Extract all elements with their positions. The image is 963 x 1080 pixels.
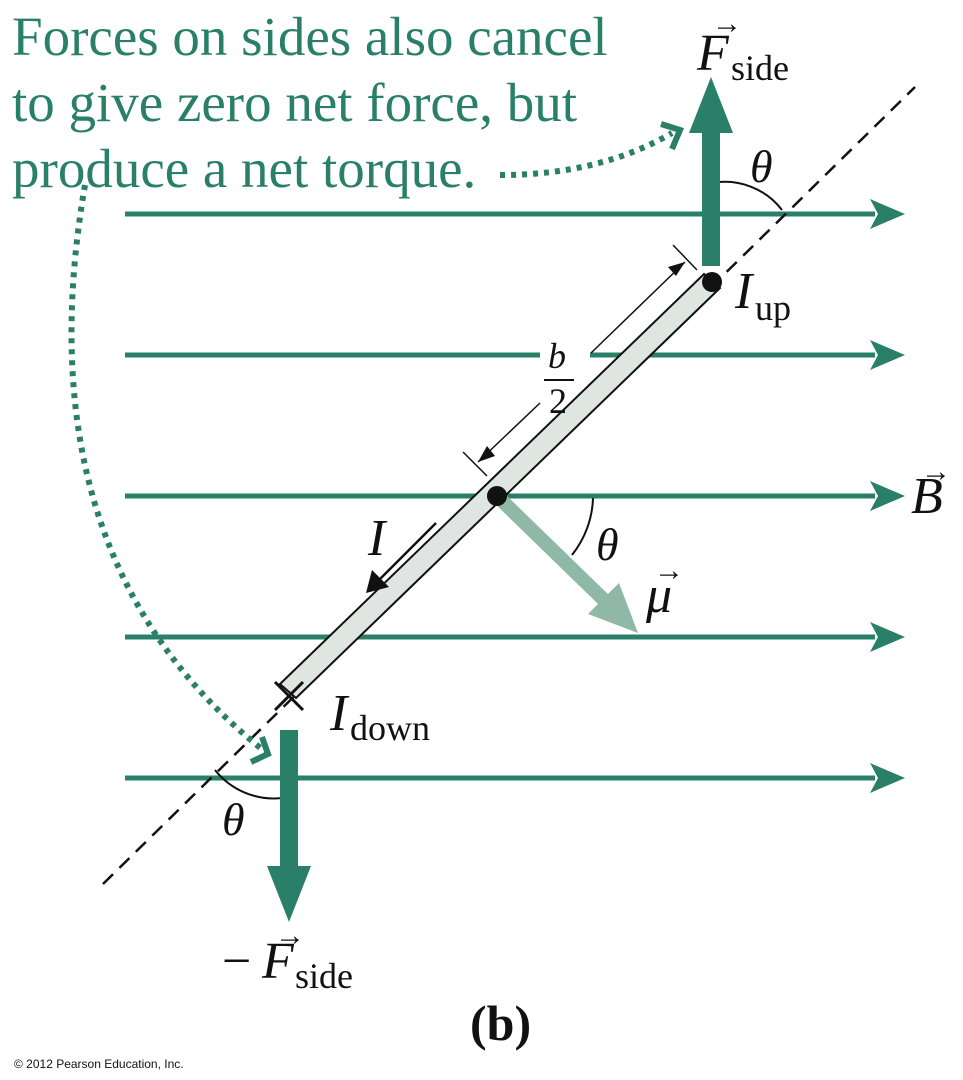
theta-arc-mid — [571, 497, 594, 556]
copyright-notice: © 2012 Pearson Education, Inc. — [14, 1057, 184, 1071]
caption-line-1: Forces on sides also cancel — [12, 6, 608, 67]
current-down-cross — [273, 680, 305, 712]
i-down-label: I down — [329, 685, 430, 748]
current-up-dot — [702, 272, 722, 292]
panel-label: (b) — [470, 995, 531, 1051]
callout-arrow-top — [499, 121, 685, 178]
magnetic-moment-arrow — [492, 490, 638, 633]
caption-line-2: to give zero net force, but — [12, 72, 577, 133]
neg-f-side-symbol: F — [261, 933, 295, 990]
b-field-label: → B — [911, 455, 951, 525]
neg-f-side-subscript: side — [295, 956, 353, 996]
theta-label-top: θ — [750, 141, 773, 192]
i-up-label: I up — [734, 263, 791, 328]
current-label: I — [367, 510, 388, 567]
vector-arrow-symbol: → — [712, 7, 742, 40]
i-down-subscript: down — [350, 708, 430, 748]
field-line — [125, 622, 905, 652]
pivot-center-dot — [487, 486, 507, 506]
f-side-subscript: side — [731, 48, 789, 88]
half-width-numerator: b — [548, 336, 566, 376]
i-down-symbol: I — [329, 685, 350, 742]
current-direction-arrow — [366, 522, 437, 593]
minus-sign: − — [222, 933, 251, 990]
field-line — [125, 763, 905, 793]
mu-symbol: μ — [645, 567, 672, 624]
label-gap — [540, 343, 590, 367]
neg-f-side-force-arrow — [267, 730, 311, 922]
neg-f-side-label: − → F side — [222, 919, 353, 996]
f-side-force-arrow — [689, 77, 733, 266]
dimension-half-width — [462, 244, 698, 477]
theta-label-bottom: θ — [222, 794, 245, 845]
caption-line-3: produce a net torque. — [12, 138, 476, 199]
half-width-denominator: 2 — [549, 381, 567, 421]
vector-arrow-symbol: → — [921, 455, 951, 488]
f-side-symbol: F — [696, 25, 730, 82]
loop-side-wire — [278, 272, 722, 700]
vector-arrow-symbol: → — [654, 554, 684, 587]
mu-label: → μ — [645, 554, 684, 624]
f-side-label: → F side — [696, 7, 789, 88]
i-up-subscript: up — [755, 288, 791, 328]
i-up-symbol: I — [734, 263, 755, 320]
vector-arrow-symbol: → — [275, 919, 305, 952]
theta-label-mid: θ — [596, 519, 619, 570]
plane-dashed-line — [102, 86, 916, 885]
field-line — [125, 199, 905, 229]
field-line — [125, 340, 905, 370]
theta-arc-bottom — [214, 769, 283, 800]
callout-arrow-bottom — [68, 184, 272, 765]
b-field-symbol: B — [911, 468, 943, 525]
theta-arc-top — [711, 180, 783, 211]
